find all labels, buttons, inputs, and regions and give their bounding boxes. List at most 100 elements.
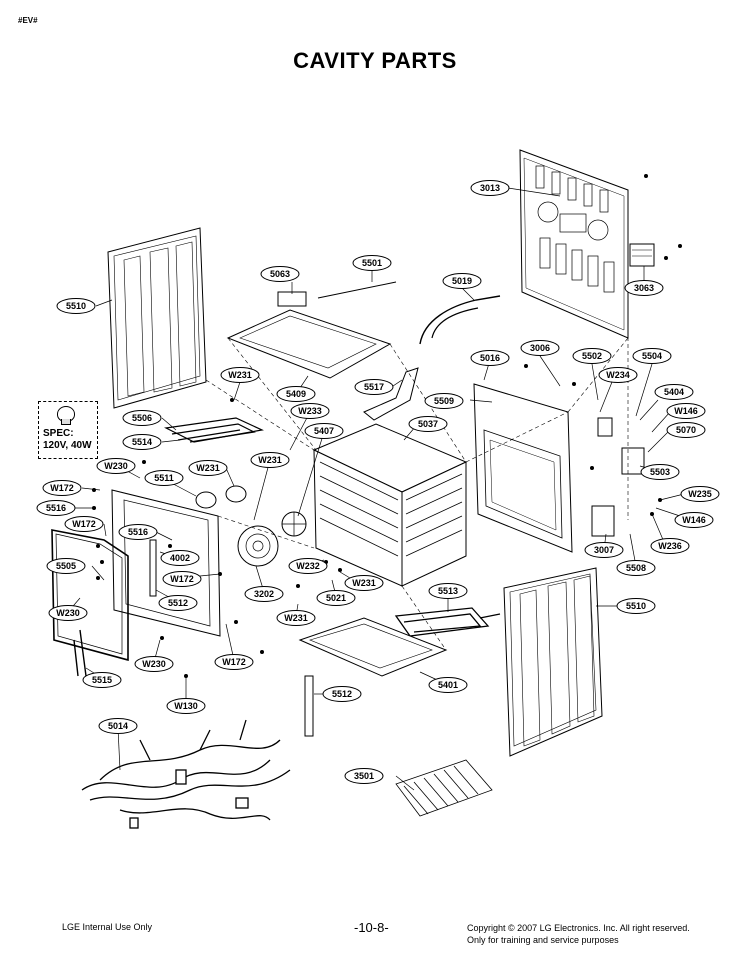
callout-5063: 5063 — [260, 266, 300, 282]
front-frame — [473, 383, 573, 553]
callout-label: 5516 — [46, 503, 66, 513]
callout-label: W231 — [352, 578, 376, 588]
callout-bubble — [598, 367, 638, 383]
callout-w231: W231 — [344, 575, 384, 591]
callout-5014: 5014 — [98, 718, 138, 734]
callout-label: W232 — [296, 561, 320, 571]
callout-bubble — [46, 558, 86, 574]
callout-bubble — [162, 571, 202, 587]
callout-label: 5510 — [626, 601, 646, 611]
callout-label: W234 — [606, 370, 630, 380]
callout-bubble — [144, 470, 184, 486]
callout-label: 5517 — [364, 382, 384, 392]
callout-bubble — [98, 718, 138, 734]
callout-bubble — [572, 348, 612, 364]
callout-bubble — [48, 605, 88, 621]
callout-bubble — [470, 350, 510, 366]
callout-bubble — [276, 386, 316, 402]
callout-w236: W236 — [650, 538, 690, 554]
callout-label: W231 — [228, 370, 252, 380]
callout-bubble — [520, 340, 560, 356]
callout-label: 5409 — [286, 389, 306, 399]
callout-5037: 5037 — [408, 416, 448, 432]
corner-tag: #EV# — [18, 16, 38, 25]
callout-5505: 5505 — [46, 558, 86, 574]
footer-copyright: Copyright © 2007 LG Electronics. Inc. Al… — [467, 922, 690, 946]
callout-label: 5508 — [626, 563, 646, 573]
callout-label: W231 — [196, 463, 220, 473]
callout-w230: W230 — [48, 605, 88, 621]
callout-5516: 5516 — [118, 524, 158, 540]
callout-5510: 5510 — [56, 298, 96, 314]
callout-5515: 5515 — [82, 672, 122, 688]
callout-label: 5511 — [154, 473, 174, 483]
callout-label: W130 — [174, 701, 198, 711]
callout-w231: W231 — [276, 610, 316, 626]
callout-5506: 5506 — [122, 410, 162, 426]
callout-bubble — [220, 367, 260, 383]
callout-4002: 4002 — [160, 550, 200, 566]
callout-label: 3006 — [530, 343, 550, 353]
callout-label: W172 — [170, 574, 194, 584]
callout-w130: W130 — [166, 698, 206, 714]
callout-label: 5501 — [362, 258, 382, 268]
callout-bubble — [654, 384, 694, 400]
callout-bubble — [64, 516, 104, 532]
callout-label: 5503 — [650, 467, 670, 477]
callout-5516: 5516 — [36, 500, 76, 516]
copyright-line: Copyright © 2007 LG Electronics. Inc. Al… — [467, 923, 690, 933]
callout-5016: 5016 — [470, 350, 510, 366]
callout-bubble — [288, 558, 328, 574]
callout-w172: W172 — [214, 654, 254, 670]
callout-label: 5516 — [128, 527, 148, 537]
callout-label: 5404 — [664, 387, 684, 397]
callout-5517: 5517 — [354, 379, 394, 395]
callout-5514: 5514 — [122, 434, 162, 450]
callout-5404: 5404 — [654, 384, 694, 400]
callout-bubble — [352, 255, 392, 271]
door-panel-left — [107, 227, 207, 409]
callout-bubble — [244, 586, 284, 602]
oven-rack — [395, 759, 493, 817]
callout-label: W146 — [682, 515, 706, 525]
callout-label: 5401 — [438, 680, 458, 690]
callout-w233: W233 — [290, 403, 330, 419]
callout-5401: 5401 — [428, 677, 468, 693]
callout-5407: 5407 — [304, 423, 344, 439]
callout-label: W233 — [298, 406, 322, 416]
callout-label: 5515 — [92, 675, 112, 685]
callout-5510: 5510 — [616, 598, 656, 614]
wire-harness — [81, 719, 291, 829]
callout-5512: 5512 — [158, 595, 198, 611]
callout-label: W230 — [104, 461, 128, 471]
callout-bubble — [344, 575, 384, 591]
callout-bubble — [632, 348, 672, 364]
callout-bubble — [122, 410, 162, 426]
back-panel — [519, 149, 629, 339]
callout-bubble — [134, 656, 174, 672]
callout-label: 4002 — [170, 553, 190, 563]
callout-bubble — [36, 500, 76, 516]
spec-label: SPEC: — [43, 428, 74, 439]
callout-bubble — [122, 434, 162, 450]
callout-label: 3063 — [634, 283, 654, 293]
door-panel-right — [503, 567, 603, 757]
callout-w230: W230 — [134, 656, 174, 672]
callout-bubble — [188, 460, 228, 476]
callout-3063: 3063 — [624, 280, 664, 296]
callout-label: 5504 — [642, 351, 662, 361]
top-cover — [226, 291, 392, 379]
callout-label: 5505 — [56, 561, 76, 571]
callout-w235: W235 — [680, 486, 720, 502]
callout-label: 3501 — [354, 771, 374, 781]
callout-5512: 5512 — [322, 686, 362, 702]
callout-bubble — [250, 452, 290, 468]
callout-bubble — [624, 280, 664, 296]
callout-bubble — [442, 273, 482, 289]
callout-bubble — [424, 393, 464, 409]
bulb-base-icon — [61, 419, 71, 425]
spec-value: 120V, 40W — [43, 440, 92, 451]
callout-bubble — [316, 590, 356, 606]
callout-label: W231 — [284, 613, 308, 623]
